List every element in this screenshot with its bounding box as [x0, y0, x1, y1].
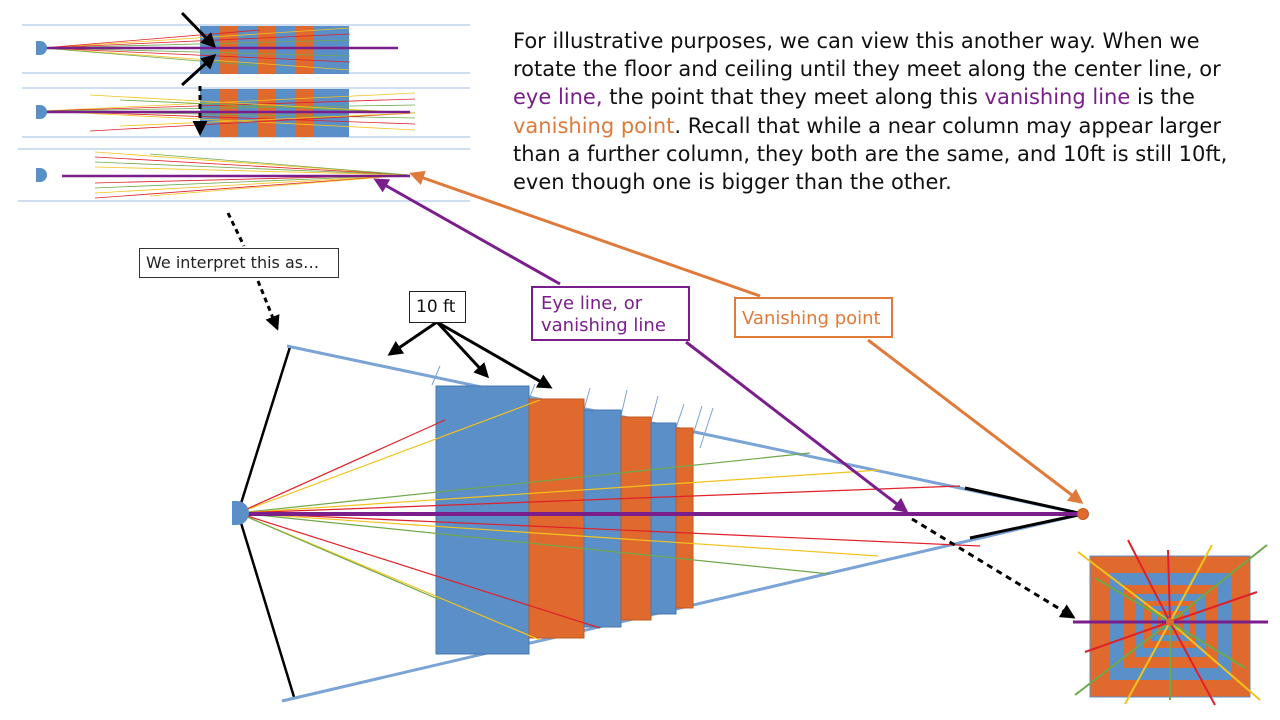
explanation-paragraph: For illustrative purposes, we can view t…: [513, 27, 1248, 196]
eye-line-label: Eye line, or vanishing line: [531, 286, 690, 341]
viewer-eye-icon: [36, 105, 47, 119]
thumbnail-panel-2: [22, 87, 470, 138]
rotate-ceiling-arrow: [180, 11, 217, 49]
ten-ft-label: 10 ft: [409, 291, 466, 323]
eye-line-term: eye line,: [513, 85, 603, 110]
main-perspective-scene: [232, 344, 1089, 703]
interpret-label: We interpret this as…: [139, 248, 339, 278]
front-view-diagram: [1073, 539, 1268, 706]
vanishing-point-term: vanishing point: [513, 113, 675, 138]
interpret-arrow: [256, 280, 280, 331]
front-view-rays: [1074, 539, 1268, 706]
paragraph-text-2: the point that they meet along this: [602, 85, 985, 110]
eye-line-arrow-main: [685, 340, 909, 513]
column-1: [435, 385, 530, 655]
column-3: [583, 409, 622, 628]
viewer-eye-icon: [232, 501, 249, 525]
ten-ft-arrows: [387, 320, 553, 389]
paragraph-text-3: is the: [1130, 85, 1195, 110]
vanishing-point-arrow-main: [867, 338, 1084, 504]
column-4: [620, 416, 652, 621]
column-6: [675, 427, 694, 609]
paragraph-text-1: For illustrative purposes, we can view t…: [513, 29, 1221, 82]
rotate-floor-arrow: [180, 53, 217, 87]
eye-line-arrow-top: [373, 178, 561, 286]
thumbnail-panel-3: [18, 148, 470, 202]
column-5: [650, 422, 677, 615]
sight-rays: [41, 27, 351, 71]
vanishing-point-label: Vanishing point: [734, 297, 893, 338]
front-view-arrow: [911, 517, 1076, 619]
viewer-eye-icon: [36, 168, 47, 182]
paragraph-text-4: . Recall that while a near column may ap…: [513, 113, 1228, 195]
vanishing-line-term: vanishing line: [984, 85, 1131, 110]
vanishing-point-arrow-top: [409, 170, 761, 298]
interpret-connector: [226, 212, 246, 247]
main-sight-rays: [237, 399, 981, 641]
column-2: [528, 398, 585, 639]
viewer-eye-icon: [36, 41, 47, 55]
vanishing-point-dot: [1077, 508, 1089, 520]
thumbnail-panel-1: [22, 24, 470, 74]
ceiling-ticks: [431, 365, 714, 449]
